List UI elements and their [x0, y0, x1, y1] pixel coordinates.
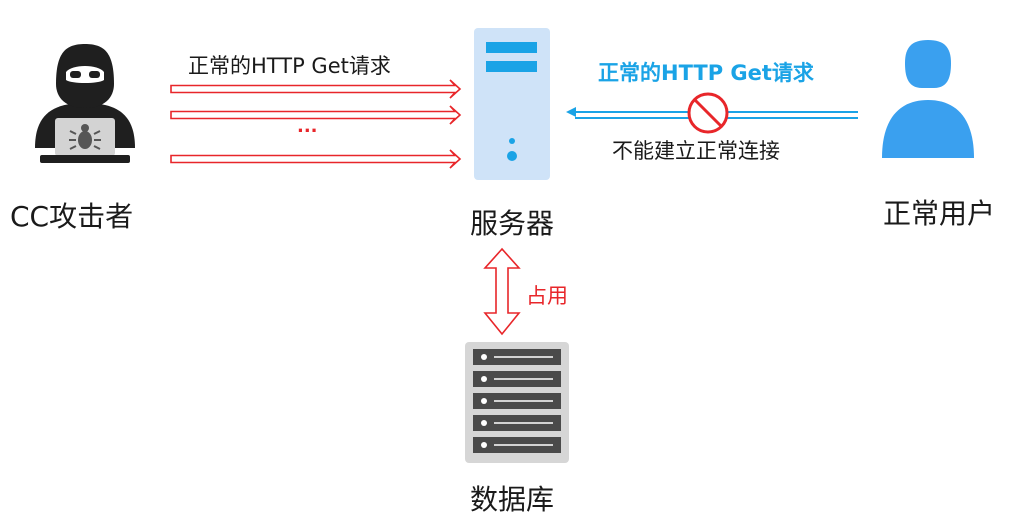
- server-label: 服务器: [470, 207, 555, 240]
- attack-arrow-1: [170, 79, 462, 99]
- attacker-label: CC攻击者: [10, 200, 134, 233]
- database-icon: [465, 342, 569, 463]
- attacker-icon: [35, 44, 135, 163]
- user-icon: [882, 40, 974, 158]
- server-icon: [474, 28, 550, 180]
- attack-request-label: 正常的HTTP Get请求: [188, 54, 391, 78]
- attack-arrows: [170, 79, 462, 169]
- database-label: 数据库: [470, 483, 555, 516]
- attack-arrow-3: [170, 149, 462, 169]
- user-label: 正常用户: [883, 197, 996, 230]
- blocked-label: 不能建立正常连接: [612, 139, 780, 163]
- attack-ellipsis: ...: [297, 116, 318, 137]
- attack-arrow-2: [170, 105, 462, 125]
- db-link-label: 占用: [526, 284, 568, 308]
- blocked-icon: [687, 92, 729, 134]
- user-request-label: 正常的HTTP Get请求: [598, 61, 814, 85]
- db-link-arrow: [483, 247, 521, 336]
